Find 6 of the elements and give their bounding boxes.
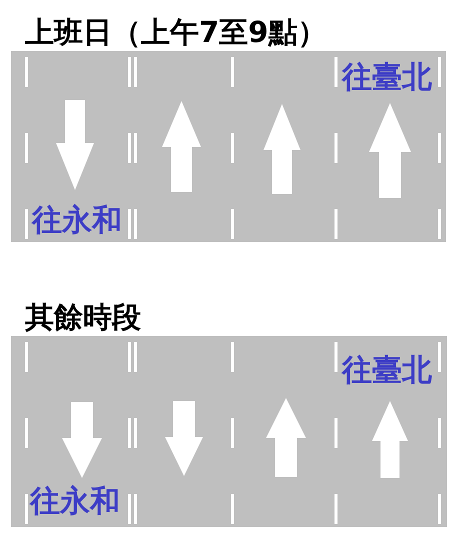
destination-label: 往臺北	[342, 63, 432, 93]
destination-label: 往永和	[32, 206, 122, 236]
destination-label: 往永和	[30, 487, 120, 517]
section-heading: 上班日（上午7至9點）	[25, 18, 326, 47]
destination-label: 往臺北	[342, 356, 432, 386]
section-heading: 其餘時段	[25, 303, 141, 332]
